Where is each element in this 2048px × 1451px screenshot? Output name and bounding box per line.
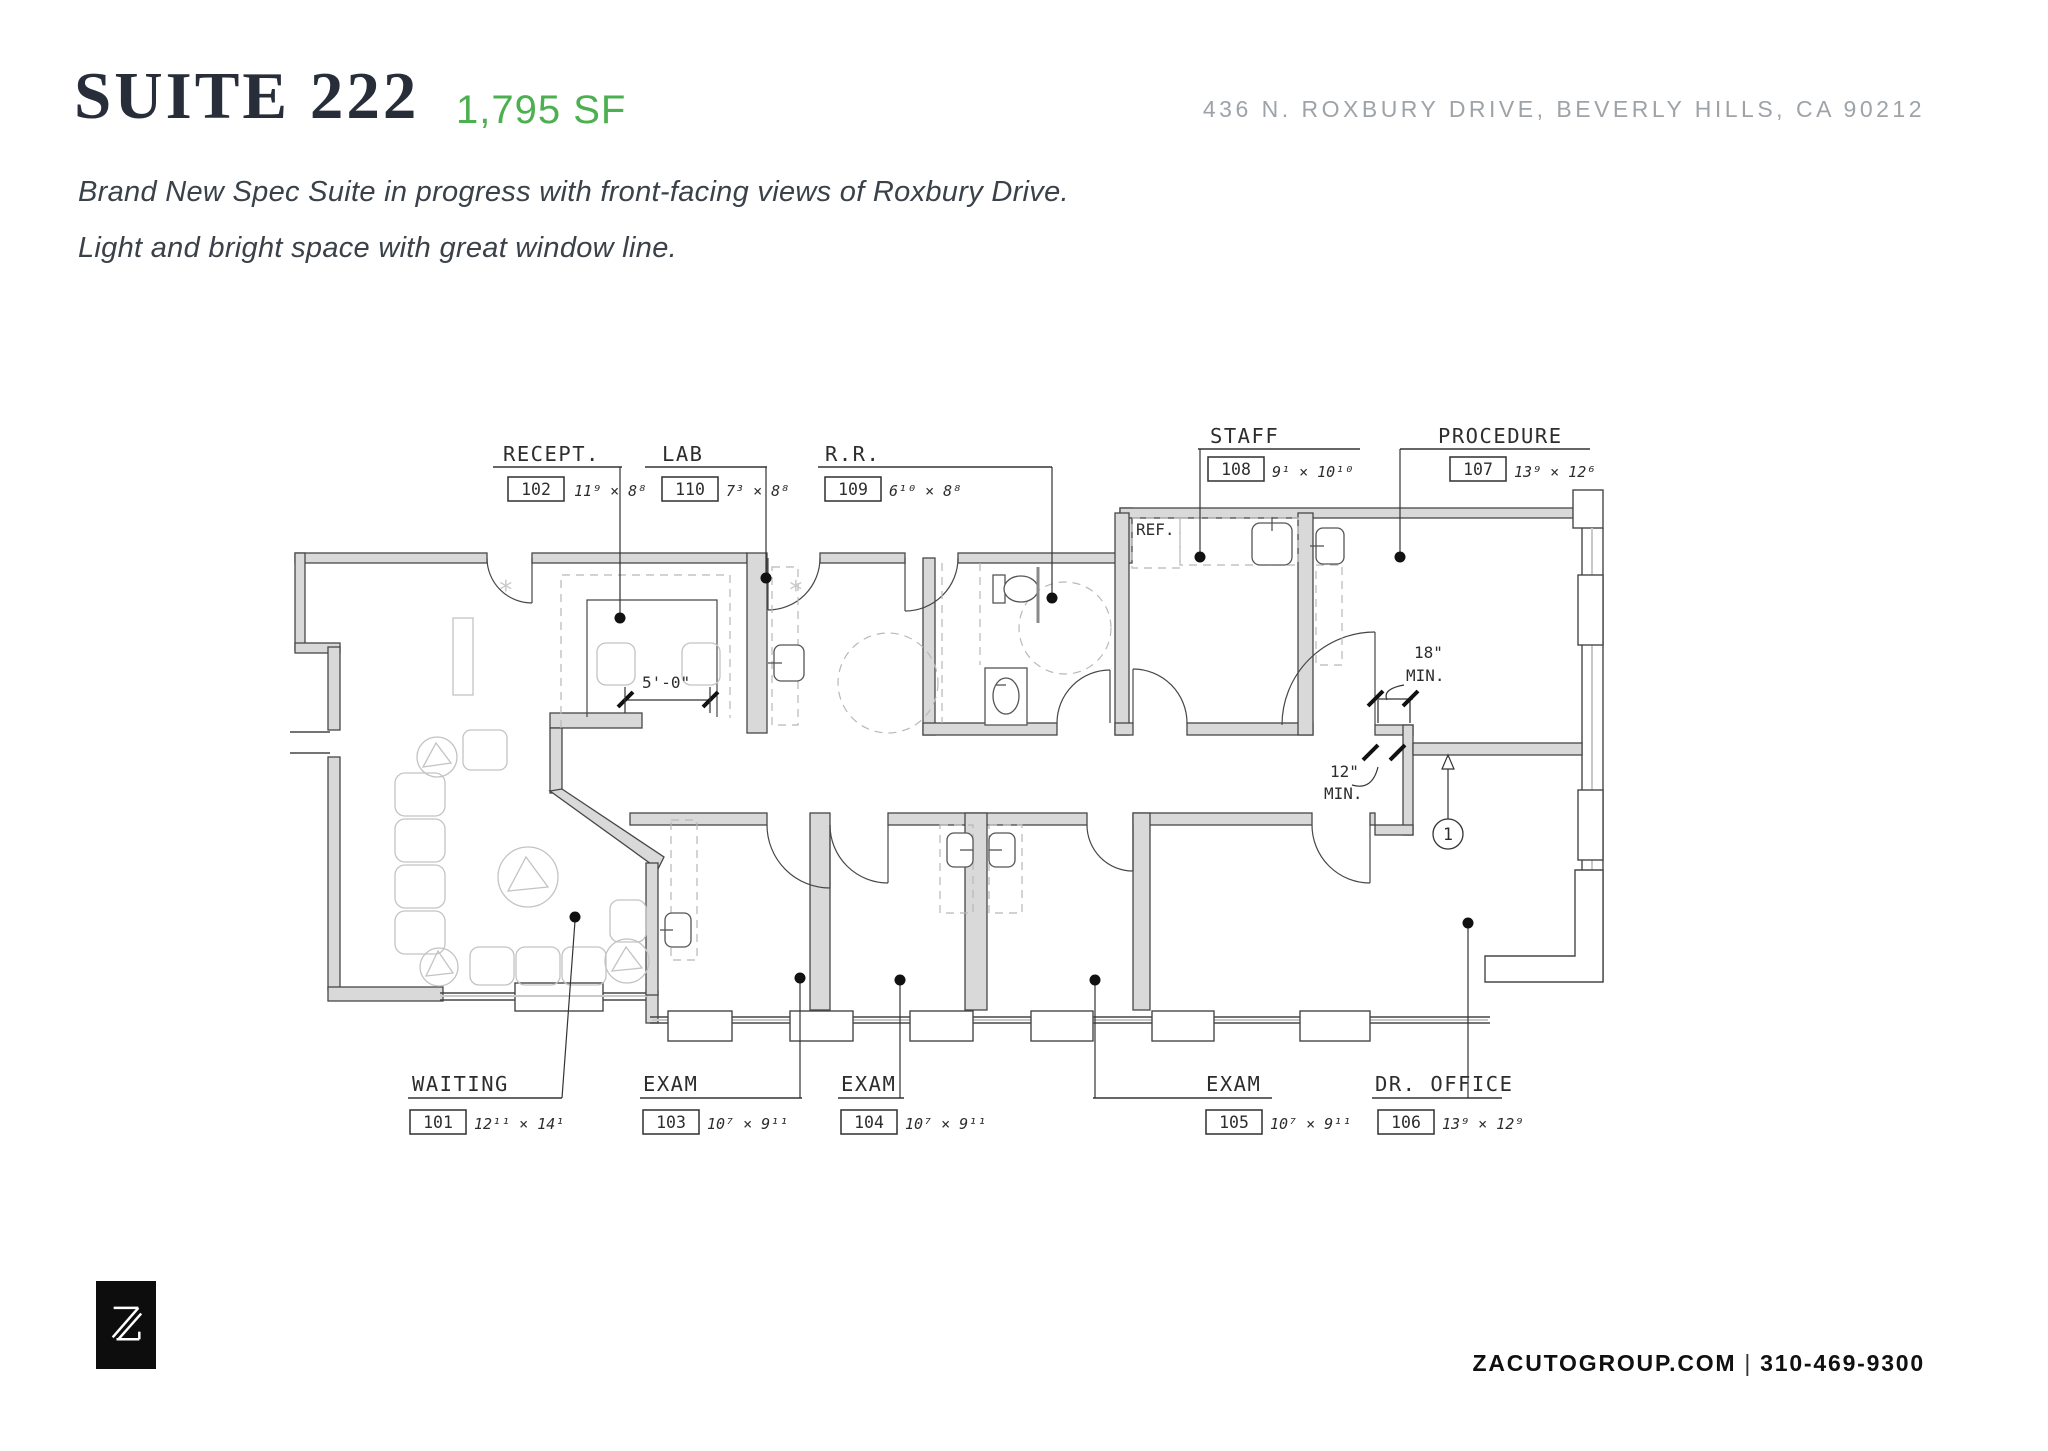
plan-millwork bbox=[560, 517, 1343, 961]
description-line-2: Light and bright space with great window… bbox=[78, 232, 677, 264]
property-address: 436 N. ROXBURY DRIVE, BEVERLY HILLS, CA … bbox=[1202, 96, 1925, 122]
suite-area: 1,795 SF bbox=[456, 88, 627, 132]
light-symbol: * bbox=[498, 576, 514, 606]
room-name: RECEPT. bbox=[503, 442, 600, 466]
room-number: 110 bbox=[675, 480, 705, 499]
room-name: LAB bbox=[662, 442, 704, 466]
footer-phone: 310-469-9300 bbox=[1760, 1350, 1925, 1376]
room-dims: 6¹⁰ × 8⁸ bbox=[889, 482, 961, 500]
room-dims: 10⁷ × 9¹¹ bbox=[905, 1115, 986, 1133]
room-number: 104 bbox=[854, 1113, 884, 1132]
room-number: 105 bbox=[1219, 1113, 1249, 1132]
svg-text:12": 12" bbox=[1330, 762, 1359, 781]
room-label-exam-104: EXAM 104 10⁷ × 9¹¹ bbox=[838, 974, 986, 1135]
room-label-recept: RECEPT. 102 11⁹ × 8⁸ bbox=[493, 442, 646, 624]
room-number: 109 bbox=[838, 480, 868, 499]
room-dims: 9¹ × 10¹⁰ bbox=[1272, 463, 1353, 481]
svg-text:MIN.: MIN. bbox=[1324, 784, 1363, 803]
svg-text:MIN.: MIN. bbox=[1406, 666, 1445, 685]
dim-12-min: 12" MIN. bbox=[1324, 743, 1407, 803]
room-dims: 10⁷ × 9¹¹ bbox=[707, 1115, 788, 1133]
room-name: R.R. bbox=[825, 442, 880, 466]
svg-text:5'-0": 5'-0" bbox=[642, 673, 690, 692]
room-dims: 13⁹ × 12⁶ bbox=[1514, 463, 1595, 481]
ref-label: REF. bbox=[1136, 520, 1175, 539]
room-number: 107 bbox=[1463, 460, 1493, 479]
svg-text:1: 1 bbox=[1443, 825, 1453, 844]
room-label-lab: LAB 110 7³ × 8⁸ bbox=[645, 442, 789, 584]
page-title: SUITE 222 bbox=[74, 59, 420, 133]
room-label-exam-103: EXAM 103 10⁷ × 9¹¹ bbox=[640, 972, 806, 1135]
plan-fixtures bbox=[586, 517, 1345, 948]
light-symbol: * bbox=[788, 576, 804, 606]
room-number: 103 bbox=[656, 1113, 686, 1132]
room-name: DR. OFFICE bbox=[1375, 1072, 1513, 1096]
footer-separator: | bbox=[1744, 1350, 1753, 1376]
room-name: PROCEDURE bbox=[1438, 424, 1563, 448]
detail-marker-1: 1 bbox=[1432, 753, 1464, 850]
room-dims: 11⁹ × 8⁸ bbox=[574, 482, 646, 500]
room-dims: 10⁷ × 9¹¹ bbox=[1270, 1115, 1351, 1133]
room-number: 108 bbox=[1221, 460, 1251, 479]
room-name: EXAM bbox=[841, 1072, 896, 1096]
room-dims: 13⁹ × 12⁹ bbox=[1442, 1115, 1523, 1133]
room-number: 106 bbox=[1391, 1113, 1421, 1132]
room-name: EXAM bbox=[643, 1072, 698, 1096]
room-dims: 12¹¹ × 14¹ bbox=[474, 1115, 564, 1133]
room-label-dr-office: DR. OFFICE 106 13⁹ × 12⁹ bbox=[1372, 917, 1523, 1135]
room-label-waiting: WAITING 101 12¹¹ × 14¹ bbox=[408, 911, 581, 1135]
z-logo-icon bbox=[111, 1306, 143, 1341]
zacuto-logo bbox=[96, 1281, 156, 1369]
room-name: STAFF bbox=[1210, 424, 1279, 448]
dim-18-min: 18" MIN. bbox=[1366, 643, 1445, 708]
room-label-rr: R.R. 109 6¹⁰ × 8⁸ bbox=[818, 442, 1058, 604]
waiting-furniture: * * bbox=[394, 576, 804, 987]
room-label-procedure: PROCEDURE 107 13⁹ × 12⁶ bbox=[1394, 424, 1595, 563]
dim-5-0: 5'-0" bbox=[616, 673, 720, 713]
floor-plan: * * RECEPT. 102 11⁹ × 8⁸ LAB 110 7³ × 8⁸… bbox=[290, 424, 1604, 1135]
room-name: WAITING bbox=[412, 1072, 509, 1096]
footer-website: ZACUTOGROUP.COM bbox=[1472, 1350, 1737, 1376]
room-name: EXAM bbox=[1206, 1072, 1261, 1096]
description-line-1: Brand New Spec Suite in progress with fr… bbox=[78, 176, 1069, 208]
plan-walls bbox=[290, 489, 1604, 1042]
room-dims: 7³ × 8⁸ bbox=[726, 482, 789, 500]
room-number: 102 bbox=[521, 480, 551, 499]
room-label-exam-105: EXAM 105 10⁷ × 9¹¹ bbox=[1089, 974, 1351, 1135]
plan-doors bbox=[486, 557, 1376, 889]
svg-text:18": 18" bbox=[1414, 643, 1443, 662]
room-number: 101 bbox=[423, 1113, 453, 1132]
room-label-staff: STAFF 108 9¹ × 10¹⁰ bbox=[1194, 424, 1360, 563]
footer-contact: ZACUTOGROUP.COM | 310-469-9300 bbox=[1473, 1350, 1925, 1377]
